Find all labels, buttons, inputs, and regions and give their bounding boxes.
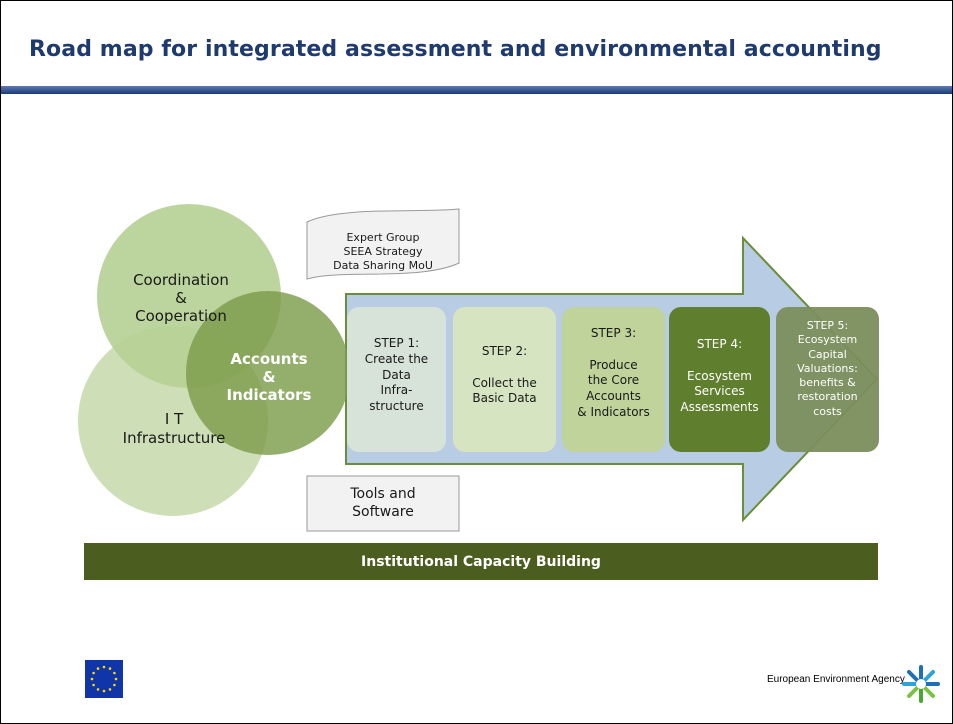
title-underline bbox=[1, 86, 952, 94]
accounts-indicators-label: Accounts & Indicators bbox=[226, 350, 312, 404]
step-4-box bbox=[669, 307, 770, 452]
step-5-label: STEP 5: Ecosystem Capital Valuations: be… bbox=[797, 319, 858, 418]
step-3-box bbox=[562, 307, 665, 452]
eu-flag-icon bbox=[85, 660, 123, 698]
step-4-label: STEP 4: Ecosystem Services Assessments bbox=[680, 337, 759, 415]
eea-name: European Environment Agency bbox=[767, 674, 905, 685]
expert-group-label: Expert Group SEEA Strategy Data Sharing … bbox=[333, 231, 433, 272]
step-2-label: STEP 2: Collect the Basic Data bbox=[472, 344, 537, 406]
page-title: Road map for integrated assessment and e… bbox=[29, 37, 882, 62]
step-3-label: STEP 3: Produce the Core Accounts & Indi… bbox=[577, 326, 650, 420]
step-1-box bbox=[347, 307, 446, 452]
coordination-label: Coordination & Cooperation bbox=[133, 271, 229, 325]
tools-document bbox=[306, 475, 460, 532]
it-infrastructure-label: I T Infrastructure bbox=[122, 410, 226, 447]
step-5-box bbox=[776, 307, 879, 452]
eea-logo-icon bbox=[902, 665, 940, 703]
step-2-box bbox=[453, 307, 556, 452]
capacity-building-label: Institutional Capacity Building bbox=[361, 553, 601, 570]
step-1-label: STEP 1: Create the Data Infra- structure bbox=[364, 336, 429, 414]
accounts-indicators-circle bbox=[186, 291, 350, 455]
capacity-building-banner: Institutional Capacity Building bbox=[84, 543, 878, 580]
expert-group-document bbox=[306, 208, 460, 280]
tools-software-label: Tools and Software bbox=[350, 486, 416, 521]
